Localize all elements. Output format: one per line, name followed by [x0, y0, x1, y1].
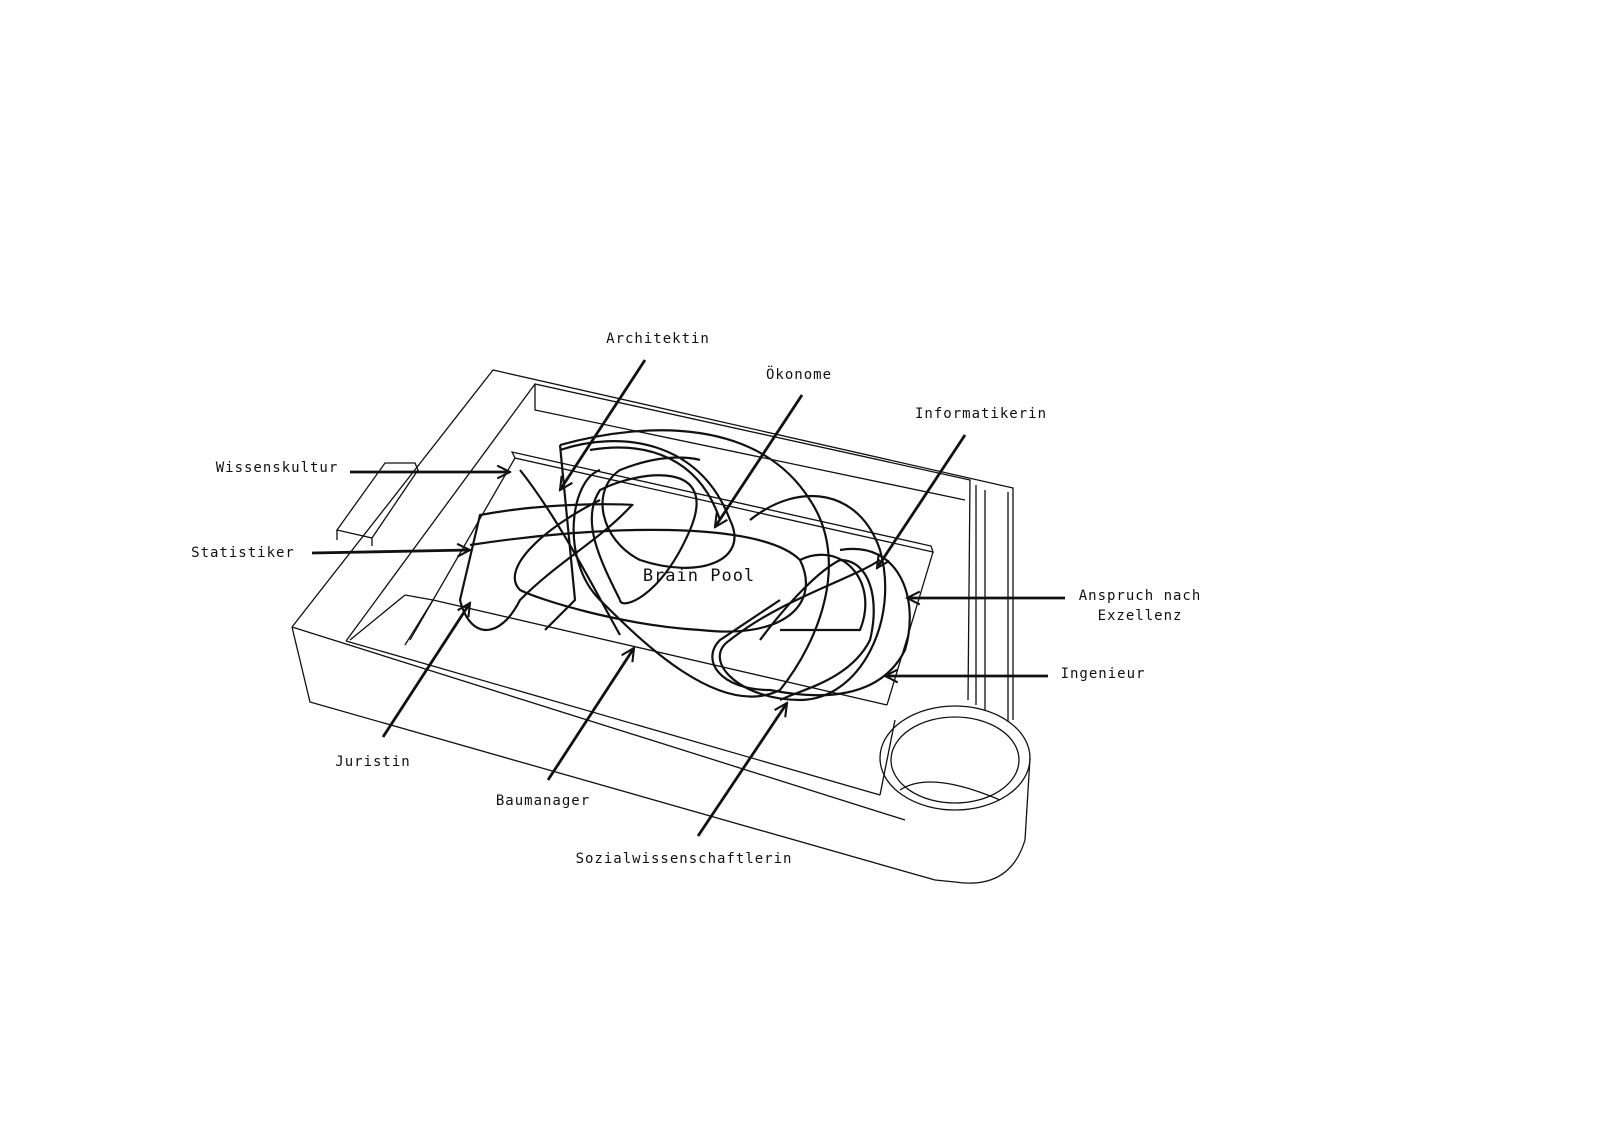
- label-anspruch-line2: Exzellenz: [1097, 608, 1183, 624]
- label-informatikerin: Informatikerin: [914, 406, 1048, 422]
- label-anspruch-line1: Anspruch nach: [1078, 588, 1202, 604]
- label-juristin: Juristin: [335, 754, 411, 770]
- label-wissenskultur: Wissenskultur: [215, 460, 339, 476]
- arrow-statistiker: [311, 550, 470, 553]
- label-ingenieur: Ingenieur: [1060, 666, 1146, 682]
- label-architektin: Architektin: [606, 331, 710, 347]
- label-oekonome: Ökonome: [765, 367, 833, 383]
- brain-pool-label: Brain Pool: [642, 566, 756, 586]
- scribble-lines: [458, 429, 911, 702]
- arrow-sozialwissenschaftlerin: [696, 703, 787, 837]
- arrow-juristin: [381, 603, 470, 738]
- arrow-informatikerin: [877, 434, 967, 568]
- label-baumanager: Baumanager: [495, 793, 591, 809]
- arrow-oekonome: [715, 394, 804, 527]
- arrow-baumanager: [546, 648, 634, 781]
- arrow-architektin: [560, 359, 647, 490]
- label-sozialwissenschaftlerin: Sozialwissenschaftlerin: [575, 851, 793, 867]
- arrows: [311, 359, 1065, 837]
- label-statistiker: Statistiker: [191, 545, 295, 561]
